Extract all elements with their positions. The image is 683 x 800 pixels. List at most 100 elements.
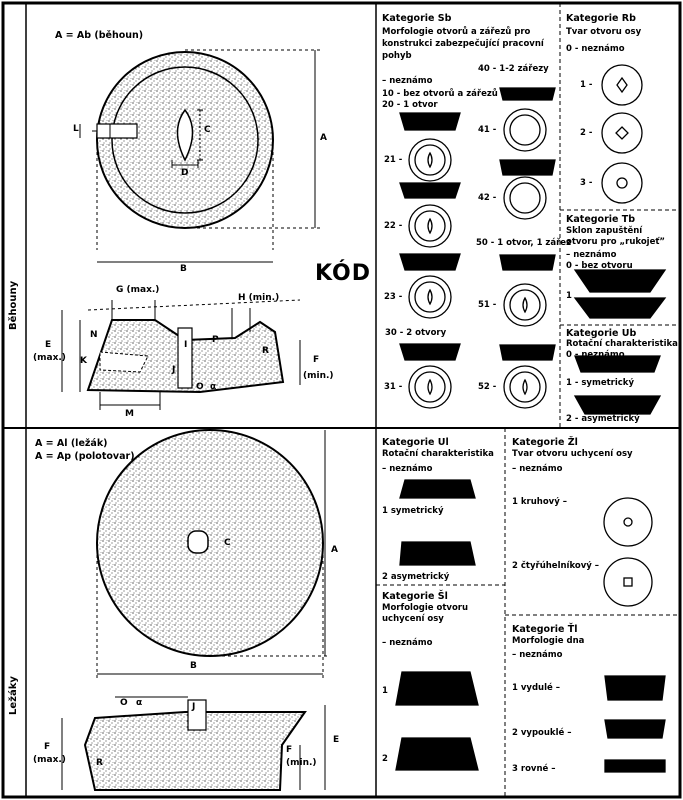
- dim-F: F: [313, 355, 320, 365]
- sl-n1: 1: [382, 686, 388, 696]
- sb-n41: 41 -: [478, 125, 497, 135]
- bed-dim-alpha: α: [136, 698, 143, 708]
- sb-n22: 22 -: [384, 221, 403, 231]
- ub-sym: 1 - symetrický: [566, 378, 634, 388]
- bed-dim-F-max: (max.): [33, 755, 66, 765]
- tb-n1: 1: [566, 291, 572, 301]
- bed-dim-C: C: [224, 538, 231, 548]
- tb-none: 0 - bez otvoru: [566, 261, 633, 271]
- sb-subtitle-1: Morfologie otvorů a zářezů pro: [382, 27, 531, 37]
- runner-top-view: [79, 49, 320, 263]
- dim-H: H (min.): [238, 293, 280, 303]
- dim-A: A: [320, 133, 327, 143]
- zl-square: 2 čtyřúhelníkový –: [512, 561, 600, 571]
- sl-title: Kategorie Šl: [382, 591, 448, 602]
- bed-dim-F: F: [44, 742, 51, 752]
- ul-sym: 1 symetrický: [382, 506, 444, 516]
- bedstone-type-2: A = Ap (polotovar): [35, 451, 135, 462]
- zl-sketches: [603, 497, 653, 607]
- dim-I: I: [184, 340, 188, 350]
- side-label-runners: Běhouny: [8, 280, 19, 330]
- dim-K: K: [80, 356, 87, 366]
- ub-title: Kategorie Ub: [566, 328, 637, 339]
- sb-n21: 21 -: [384, 155, 403, 165]
- zl-subtitle: Tvar otvoru uchycení osy: [512, 449, 633, 459]
- sb-n42: 42 -: [478, 193, 497, 203]
- ub-subtitle: Rotační charakteristika: [566, 339, 678, 349]
- ub-sketches: [573, 355, 662, 415]
- dim-E-max: (max.): [33, 353, 66, 363]
- tb-title: Kategorie Tb: [566, 214, 636, 225]
- ul-asym: 2 asymetrický: [382, 572, 450, 582]
- tb-unknown: – neznámo: [566, 250, 617, 260]
- tl-title: Kategorie Ťl: [512, 624, 578, 635]
- bed-dim-J: J: [192, 702, 196, 712]
- bedstone-cross-section: [61, 696, 326, 791]
- sl-n2: 2: [382, 754, 388, 764]
- dim-O: O: [196, 382, 204, 392]
- side-label-bedstones: Ležáky: [8, 676, 19, 715]
- zl-title: Kategorie Žl: [512, 437, 578, 448]
- rb-sketches: [601, 64, 643, 204]
- runner-type-label: A = Ab (běhoun): [55, 30, 144, 41]
- sb-n51: 51 -: [478, 300, 497, 310]
- sb-n23: 23 -: [384, 292, 403, 302]
- bed-dim-O: O: [120, 698, 128, 708]
- rb-subtitle: Tvar otvoru osy: [566, 27, 642, 37]
- dim-alpha: α: [210, 382, 217, 392]
- tl-unknown: – neznámo: [512, 650, 563, 660]
- sb-sketches: [399, 87, 556, 409]
- ul-title: Kategorie Ul: [382, 437, 449, 448]
- bed-dim-A: A: [331, 545, 338, 555]
- bed-dim-F-min: (min.): [286, 758, 317, 768]
- tl-flat: 3 rovné –: [512, 764, 556, 774]
- sb-subtitle-2: konstrukci zabezpečující pracovní: [382, 39, 544, 49]
- tl-subtitle: Morfologie dna: [512, 636, 585, 646]
- dim-R: R: [262, 346, 269, 356]
- rb-unknown: 0 - neznámo: [566, 44, 625, 54]
- dim-D: D: [181, 168, 189, 178]
- tb-sketches: [573, 269, 667, 319]
- dim-C: C: [204, 125, 211, 135]
- sb-item-10: 10 - bez otvorů a zářezů: [382, 89, 498, 99]
- rb-n3: 3 -: [580, 178, 593, 188]
- sb-unknown: – neznámo: [382, 76, 433, 86]
- ub-asym: 2 - asymetrický: [566, 414, 640, 424]
- dim-N: N: [90, 330, 98, 340]
- sb-subtitle-3: pohyb: [382, 51, 412, 61]
- bed-dim-B: B: [190, 661, 197, 671]
- dim-L: L: [73, 124, 79, 134]
- sl-unknown: – neznámo: [382, 638, 433, 648]
- runner-cross-section: [61, 299, 301, 410]
- sb-item-40: 40 - 1-2 zářezy: [478, 64, 549, 74]
- sl-line-2: uchycení osy: [382, 614, 444, 624]
- sb-title: Kategorie Sb: [382, 13, 452, 24]
- bed-dim-E: E: [333, 735, 340, 745]
- ul-subtitle: Rotační charakteristika: [382, 449, 494, 459]
- sb-item-20: 20 - 1 otvor: [382, 100, 438, 110]
- sb-n31: 31 -: [384, 382, 403, 392]
- zl-round: 1 kruhový –: [512, 497, 567, 507]
- sl-line-1: Morfologie otvoru: [382, 603, 469, 613]
- tb-line-2: otvoru pro „rukojeť”: [566, 237, 665, 247]
- zl-unknown: – neznámo: [512, 464, 563, 474]
- bedstone-top-view: [96, 427, 330, 680]
- dim-E: E: [45, 340, 52, 350]
- dim-M: M: [125, 409, 134, 419]
- bedstone-type-1: A = Al (ležák): [35, 438, 108, 449]
- rb-n2: 2 -: [580, 128, 593, 138]
- tb-n2: 2: [595, 281, 601, 291]
- bed-dim-R: R: [96, 758, 103, 768]
- ul-sketches: [399, 479, 476, 566]
- dim-P: P: [212, 335, 219, 345]
- tb-n3: 3 -: [596, 310, 609, 320]
- bed-dim-F2: F: [286, 745, 293, 755]
- ub-unknown: 0 - neznámo: [566, 350, 625, 360]
- sb-n52: 52 -: [478, 382, 497, 392]
- dim-G: G (max.): [116, 285, 160, 295]
- dim-B: B: [180, 264, 187, 274]
- sl-sketches: [395, 671, 479, 771]
- code-title: KÓD: [315, 261, 372, 286]
